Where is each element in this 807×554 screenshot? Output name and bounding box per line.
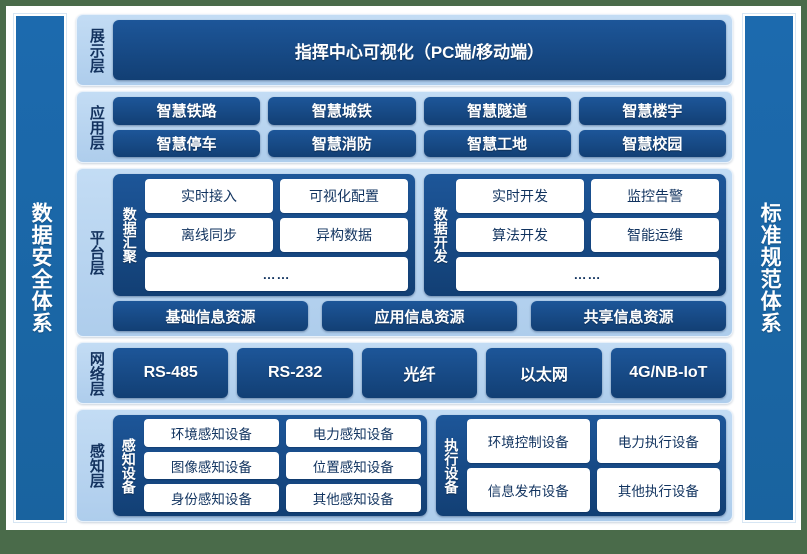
- network-item-rs485[interactable]: RS-485: [113, 348, 229, 398]
- sensing-item-position[interactable]: 位置感知设备: [285, 451, 421, 480]
- actuator-item-power-execution[interactable]: 电力执行设备: [596, 419, 720, 463]
- aggregation-row-3: ……: [145, 257, 408, 291]
- group-data-aggregation-title: 数据汇聚: [121, 207, 138, 263]
- display-banner-command-center[interactable]: 指挥中心可视化（PC端/移动端）: [113, 20, 726, 80]
- layer-stack: 展示层 指挥中心可视化（PC端/移动端） 应用层 智慧铁路 智慧城铁 智慧隧道 …: [76, 14, 733, 522]
- network-item-ethernet[interactable]: 以太网: [486, 348, 602, 398]
- development-item-algorithm-dev[interactable]: 算法开发: [456, 218, 584, 252]
- layer-perception: 感知层 感知设备 环境感知设备 电力感知设备 图像感知设备: [76, 409, 733, 522]
- aggregation-row-2: 离线同步 异构数据: [145, 218, 408, 252]
- app-item-smart-parking[interactable]: 智慧停车: [113, 129, 261, 157]
- group-sensing-devices: 感知设备 环境感知设备 电力感知设备 图像感知设备 位置感知设备: [113, 415, 427, 516]
- layer-network: 网络层 RS-485 RS-232 光纤 以太网 4G/NB-IoT: [76, 342, 733, 404]
- group-data-development: 数据开发 实时开发 监控告警 算法开发 智能运维 ……: [424, 174, 726, 296]
- development-item-realtime-dev[interactable]: 实时开发: [456, 179, 584, 213]
- app-item-smart-tunnel[interactable]: 智慧隧道: [423, 97, 571, 125]
- app-item-smart-metro[interactable]: 智慧城铁: [268, 97, 416, 125]
- layer-perception-label: 感知层: [87, 443, 105, 488]
- actuator-row-1: 环境控制设备 电力执行设备: [466, 419, 720, 463]
- layer-application: 应用层 智慧铁路 智慧城铁 智慧隧道 智慧楼宇 智慧停车 智慧消防 智慧工地 智…: [76, 91, 733, 163]
- layer-display-body: 指挥中心可视化（PC端/移动端）: [109, 20, 726, 80]
- sensing-item-power[interactable]: 电力感知设备: [285, 419, 421, 447]
- group-data-development-title: 数据开发: [432, 207, 449, 263]
- group-actuator-devices: 执行设备 环境控制设备 电力执行设备 信息发布设备 其他执行设备: [435, 415, 726, 516]
- layer-network-body: RS-485 RS-232 光纤 以太网 4G/NB-IoT: [109, 348, 727, 398]
- group-sensing-devices-title: 感知设备: [120, 437, 137, 494]
- group-sensing-devices-grid: 环境感知设备 电力感知设备 图像感知设备 位置感知设备 身份感知设备 其他感知设…: [144, 419, 421, 513]
- sensing-item-identity[interactable]: 身份感知设备: [144, 484, 279, 513]
- application-row-1: 智慧铁路 智慧城铁 智慧隧道 智慧楼宇: [113, 97, 726, 125]
- network-items: RS-485 RS-232 光纤 以太网 4G/NB-IoT: [113, 348, 727, 398]
- network-item-rs232[interactable]: RS-232: [237, 348, 353, 398]
- actuator-row-2: 信息发布设备 其他执行设备: [466, 468, 720, 512]
- development-row-1: 实时开发 监控告警: [456, 179, 719, 213]
- layer-display: 展示层 指挥中心可视化（PC端/移动端）: [76, 14, 733, 86]
- resource-basic-information[interactable]: 基础信息资源: [113, 301, 308, 331]
- aggregation-item-more[interactable]: ……: [145, 257, 408, 291]
- aggregation-item-heterogeneous-data[interactable]: 异构数据: [280, 218, 408, 252]
- pillar-standard-specification: 标准规范体系: [742, 13, 796, 523]
- layer-platform: 平台层 数据汇聚 实时接入 可视化配置 离线同步 异: [76, 168, 733, 337]
- group-data-aggregation: 数据汇聚 实时接入 可视化配置 离线同步 异构数据 ……: [113, 174, 415, 296]
- group-data-aggregation-grid: 实时接入 可视化配置 离线同步 异构数据 ……: [145, 179, 408, 291]
- aggregation-item-visual-config[interactable]: 可视化配置: [280, 179, 408, 213]
- aggregation-row-1: 实时接入 可视化配置: [145, 179, 408, 213]
- development-row-2: 算法开发 智能运维: [456, 218, 719, 252]
- layer-perception-body: 感知设备 环境感知设备 电力感知设备 图像感知设备 位置感知设备: [109, 415, 726, 516]
- app-item-smart-firefighting[interactable]: 智慧消防: [268, 129, 416, 157]
- app-item-smart-building[interactable]: 智慧楼宇: [578, 97, 726, 125]
- actuator-item-info-publishing[interactable]: 信息发布设备: [466, 468, 590, 512]
- sensing-item-other[interactable]: 其他感知设备: [285, 484, 421, 513]
- aggregation-item-offline-sync[interactable]: 离线同步: [145, 218, 273, 252]
- app-item-smart-construction[interactable]: 智慧工地: [423, 129, 571, 157]
- platform-resources: 基础信息资源 应用信息资源 共享信息资源: [113, 301, 726, 331]
- development-row-3: ……: [456, 257, 719, 291]
- app-item-smart-campus[interactable]: 智慧校园: [578, 129, 726, 157]
- actuator-item-environment-control[interactable]: 环境控制设备: [466, 419, 590, 463]
- layer-application-label: 应用层: [87, 104, 105, 150]
- actuator-item-other[interactable]: 其他执行设备: [596, 468, 720, 512]
- sensing-item-image[interactable]: 图像感知设备: [144, 451, 279, 480]
- network-item-fiber[interactable]: 光纤: [361, 348, 478, 398]
- sensing-row-1: 环境感知设备 电力感知设备: [144, 419, 421, 447]
- layer-platform-body: 数据汇聚 实时接入 可视化配置 离线同步 异构数据 ……: [109, 174, 726, 331]
- app-item-smart-railway[interactable]: 智慧铁路: [113, 97, 261, 125]
- resource-shared-information[interactable]: 共享信息资源: [531, 301, 726, 331]
- aggregation-item-realtime-ingest[interactable]: 实时接入: [145, 179, 273, 213]
- layer-display-label: 展示层: [87, 27, 105, 73]
- development-item-more[interactable]: ……: [456, 257, 719, 291]
- sensing-row-3: 身份感知设备 其他感知设备: [144, 484, 421, 513]
- architecture-diagram: 数据安全体系 展示层 指挥中心可视化（PC端/移动端） 应用层 智慧铁路 智慧城…: [6, 6, 801, 530]
- perception-groups: 感知设备 环境感知设备 电力感知设备 图像感知设备 位置感知设备: [113, 415, 726, 516]
- platform-groups: 数据汇聚 实时接入 可视化配置 离线同步 异构数据 ……: [113, 174, 726, 296]
- network-item-4g-nbiot[interactable]: 4G/NB-IoT: [610, 348, 727, 398]
- layer-application-body: 智慧铁路 智慧城铁 智慧隧道 智慧楼宇 智慧停车 智慧消防 智慧工地 智慧校园: [109, 97, 726, 157]
- layer-network-label: 网络层: [87, 350, 105, 396]
- resource-application-information[interactable]: 应用信息资源: [322, 301, 517, 331]
- sensing-item-environment[interactable]: 环境感知设备: [144, 419, 279, 447]
- development-item-smart-ops[interactable]: 智能运维: [591, 218, 719, 252]
- application-row-2: 智慧停车 智慧消防 智慧工地 智慧校园: [113, 129, 726, 157]
- sensing-row-2: 图像感知设备 位置感知设备: [144, 451, 421, 480]
- group-actuator-devices-title: 执行设备: [443, 437, 460, 494]
- pillar-data-security: 数据安全体系: [13, 13, 67, 523]
- layer-platform-label: 平台层: [87, 230, 105, 275]
- development-item-monitor-alarm[interactable]: 监控告警: [591, 179, 719, 213]
- group-data-development-grid: 实时开发 监控告警 算法开发 智能运维 ……: [456, 179, 719, 291]
- group-actuator-devices-grid: 环境控制设备 电力执行设备 信息发布设备 其他执行设备: [466, 419, 720, 512]
